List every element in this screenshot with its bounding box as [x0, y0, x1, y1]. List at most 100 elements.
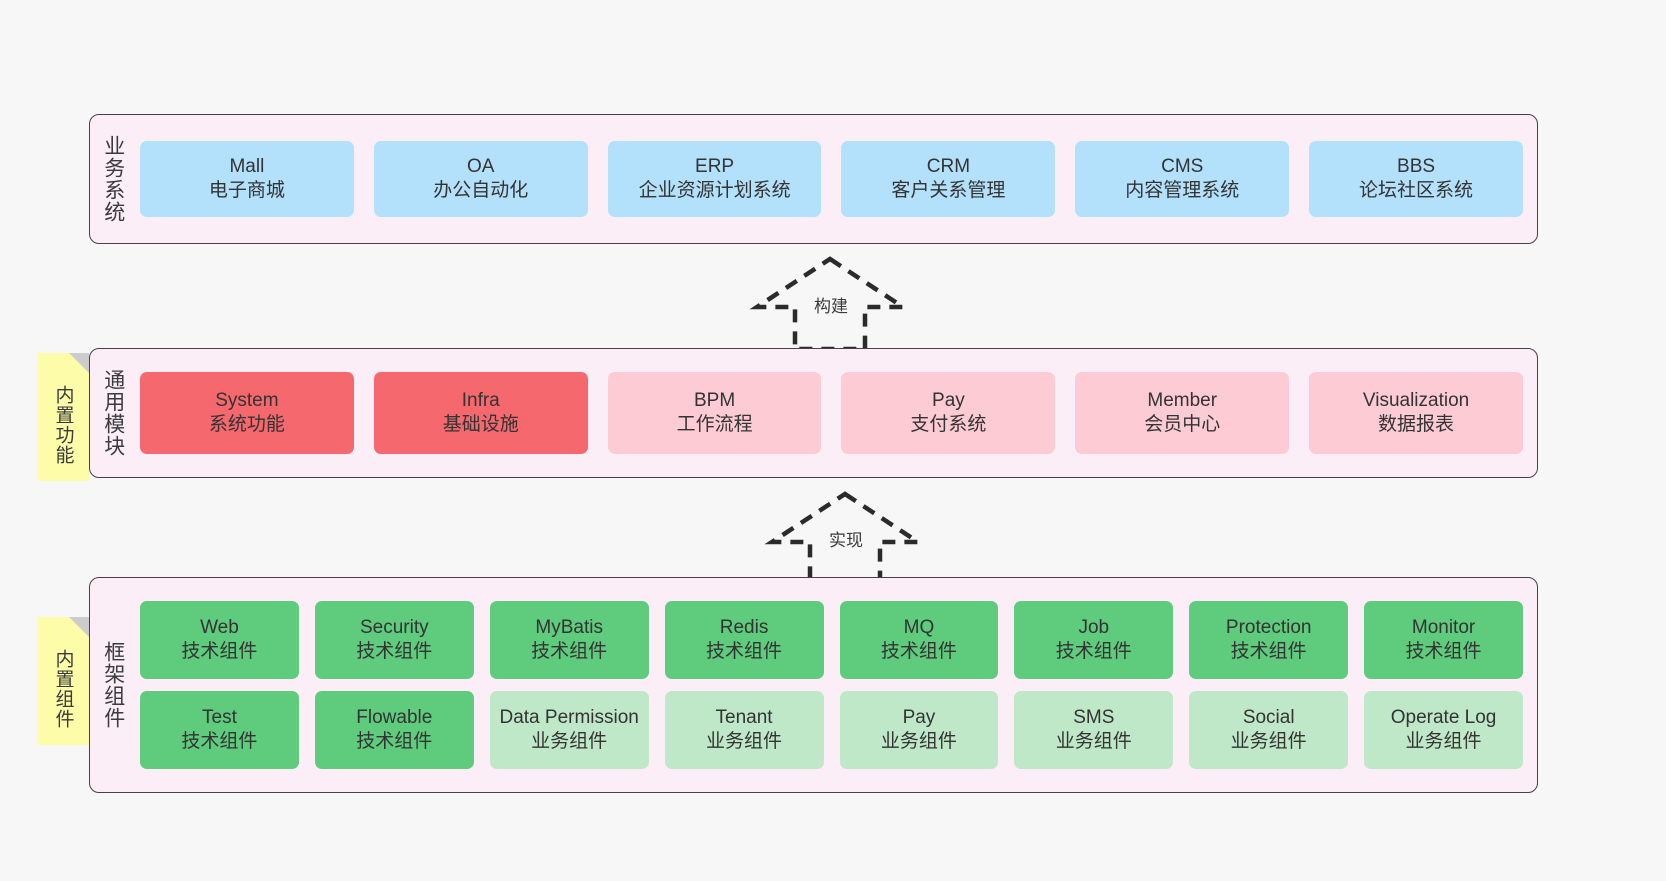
card-subtitle: 电子商城: [208, 180, 285, 201]
card-mybatis[interactable]: MyBatis 技术组件: [489, 601, 649, 679]
card-protection[interactable]: Protection 技术组件: [1189, 601, 1349, 679]
card-member[interactable]: Member 会员中心: [1075, 372, 1290, 454]
card-title: Visualization: [1362, 389, 1470, 411]
card-subtitle: 业务组件: [1405, 731, 1482, 752]
layer-body-common: System 系统功能 Infra 基础设施 BPM 工作流程 Pay 支付系统…: [136, 349, 1537, 477]
layer-title-business: 业务系统: [101, 135, 125, 223]
card-title: BPM: [693, 389, 736, 411]
card-test[interactable]: Test 技术组件: [140, 691, 299, 769]
card-subtitle: 企业资源计划系统: [638, 180, 791, 201]
card-infra[interactable]: Infra 基础设施: [373, 372, 588, 454]
card-subtitle: 内容管理系统: [1125, 180, 1240, 201]
card-pay-component[interactable]: Pay 业务组件: [839, 691, 999, 769]
card-subtitle: 业务组件: [706, 731, 783, 752]
card-redis[interactable]: Redis 技术组件: [664, 601, 824, 679]
card-subtitle: 工作流程: [676, 414, 753, 435]
card-subtitle: 技术组件: [1055, 641, 1132, 662]
card-subtitle: 基础设施: [442, 414, 519, 435]
card-system[interactable]: System 系统功能: [140, 372, 354, 454]
card-subtitle: 技术组件: [356, 731, 433, 752]
layer-framework-components: 框架组件 Web 技术组件 Security 技术组件 MyBatis 技术组件…: [89, 577, 1538, 793]
card-title: Member: [1147, 389, 1218, 411]
card-title: SMS: [1073, 706, 1115, 728]
card-web[interactable]: Web 技术组件: [140, 601, 299, 679]
card-title: Pay: [932, 389, 965, 411]
card-title: Pay: [902, 706, 936, 728]
sticky-fold-icon: [69, 617, 89, 637]
framework-business-row: Test 技术组件 Flowable 技术组件 Data Permission …: [140, 691, 1523, 769]
card-title: Infra: [461, 389, 500, 411]
layer-business-systems: 业务系统 Mall 电子商城 OA 办公自动化 ERP 企业资源计划系统 CRM…: [89, 114, 1538, 244]
card-subtitle: 数据报表: [1378, 414, 1455, 435]
sticky-note-label: 内置功能: [52, 385, 74, 465]
card-social[interactable]: Social 业务组件: [1189, 691, 1349, 769]
card-title: Test: [202, 706, 237, 728]
card-visualization[interactable]: Visualization 数据报表: [1309, 372, 1523, 454]
layer-body-framework: Web 技术组件 Security 技术组件 MyBatis 技术组件 Redi…: [136, 578, 1537, 792]
card-job[interactable]: Job 技术组件: [1014, 601, 1174, 679]
card-subtitle: 技术组件: [1230, 641, 1307, 662]
card-subtitle: 技术组件: [181, 641, 258, 662]
connector-implement-label: 实现: [829, 531, 863, 550]
card-title: MyBatis: [535, 616, 603, 638]
card-title: Security: [359, 616, 429, 638]
card-title: ERP: [695, 155, 735, 177]
card-cms[interactable]: CMS 内容管理系统: [1075, 141, 1290, 217]
card-subtitle: 论坛社区系统: [1359, 180, 1474, 201]
layer-common-modules: 通用模块 System 系统功能 Infra 基础设施 BPM 工作流程 Pay…: [89, 348, 1538, 478]
card-subtitle: 技术组件: [531, 641, 608, 662]
connector-build-label: 构建: [814, 297, 848, 316]
sticky-note-builtin-features: 内置功能: [37, 353, 89, 481]
card-oa[interactable]: OA 办公自动化: [373, 141, 588, 217]
common-card-row: System 系统功能 Infra 基础设施 BPM 工作流程 Pay 支付系统…: [140, 372, 1523, 454]
card-subtitle: 技术组件: [880, 641, 957, 662]
card-subtitle: 办公自动化: [433, 180, 529, 201]
card-bbs[interactable]: BBS 论坛社区系统: [1309, 141, 1523, 217]
card-title: System: [215, 389, 279, 411]
card-tenant[interactable]: Tenant 业务组件: [664, 691, 824, 769]
card-title: Social: [1242, 706, 1295, 728]
sticky-note-label: 内置组件: [52, 649, 74, 729]
card-subtitle: 业务组件: [531, 731, 608, 752]
card-subtitle: 技术组件: [181, 731, 258, 752]
card-title: BBS: [1397, 155, 1436, 177]
card-security[interactable]: Security 技术组件: [314, 601, 474, 679]
card-erp[interactable]: ERP 企业资源计划系统: [607, 141, 822, 217]
card-subtitle: 技术组件: [706, 641, 783, 662]
card-title: Data Permission: [499, 706, 639, 728]
business-card-row: Mall 电子商城 OA 办公自动化 ERP 企业资源计划系统 CRM 客户关系…: [140, 141, 1523, 217]
card-subtitle: 技术组件: [1405, 641, 1482, 662]
card-sms[interactable]: SMS 业务组件: [1014, 691, 1174, 769]
card-title: Flowable: [356, 706, 433, 728]
layer-body-business: Mall 电子商城 OA 办公自动化 ERP 企业资源计划系统 CRM 客户关系…: [136, 115, 1537, 243]
card-title: Job: [1078, 616, 1110, 638]
card-title: Protection: [1225, 616, 1312, 638]
card-operate-log[interactable]: Operate Log 业务组件: [1364, 691, 1523, 769]
card-mq[interactable]: MQ 技术组件: [839, 601, 999, 679]
card-title: Mall: [229, 155, 265, 177]
card-monitor[interactable]: Monitor 技术组件: [1364, 601, 1523, 679]
card-title: OA: [467, 155, 495, 177]
card-flowable[interactable]: Flowable 技术组件: [314, 691, 474, 769]
card-subtitle: 会员中心: [1144, 414, 1221, 435]
card-crm[interactable]: CRM 客户关系管理: [841, 141, 1056, 217]
card-subtitle: 客户关系管理: [891, 180, 1006, 201]
card-title: Monitor: [1411, 616, 1476, 638]
layer-title-common: 通用模块: [101, 369, 125, 457]
card-pay-module[interactable]: Pay 支付系统: [841, 372, 1056, 454]
card-title: Redis: [719, 616, 769, 638]
sticky-note-builtin-components: 内置组件: [37, 617, 89, 745]
card-title: CMS: [1161, 155, 1204, 177]
card-mall[interactable]: Mall 电子商城: [140, 141, 354, 217]
card-subtitle: 技术组件: [356, 641, 433, 662]
card-subtitle: 业务组件: [1055, 731, 1132, 752]
card-title: MQ: [903, 616, 935, 638]
card-subtitle: 系统功能: [208, 414, 285, 435]
card-bpm[interactable]: BPM 工作流程: [607, 372, 822, 454]
framework-tech-row: Web 技术组件 Security 技术组件 MyBatis 技术组件 Redi…: [140, 601, 1523, 679]
layer-title-framework: 框架组件: [101, 641, 125, 729]
card-subtitle: 业务组件: [880, 731, 957, 752]
card-data-permission[interactable]: Data Permission 业务组件: [489, 691, 649, 769]
card-title: Operate Log: [1390, 706, 1497, 728]
